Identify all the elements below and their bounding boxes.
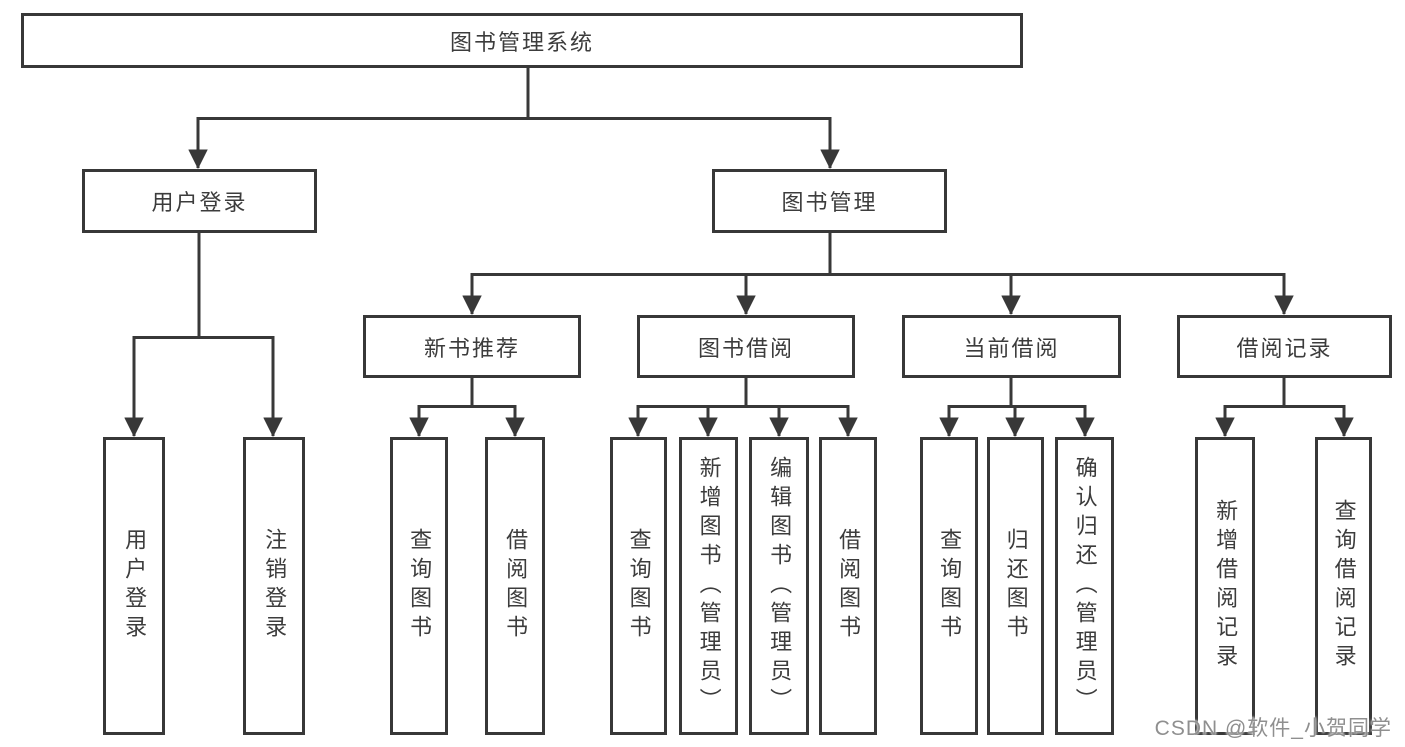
- leaf-logout-label: 注销登录: [262, 528, 288, 644]
- node-user-login-label: 用户登录: [151, 190, 248, 215]
- leaf-query-book-label: 查询图书: [626, 528, 652, 644]
- leaf-add-borrow-record-label: 新增借阅记录: [1213, 499, 1239, 673]
- leaf-query-book: 查询图书: [920, 437, 978, 735]
- node-book-management-label: 图书管理: [781, 190, 878, 215]
- node-new-book-recommend-label: 新书推荐: [423, 335, 520, 361]
- leaf-logout: 注销登录: [243, 437, 305, 735]
- node-borrow-records-label: 借阅记录: [1236, 335, 1333, 361]
- leaf-query-book-label: 查询图书: [407, 528, 433, 644]
- leaf-borrow-book: 借阅图书: [485, 437, 545, 735]
- node-current-borrow-label: 当前借阅: [963, 335, 1060, 361]
- node-current-borrow: 当前借阅: [902, 315, 1121, 378]
- leaf-query-book: 查询图书: [610, 437, 667, 735]
- leaf-add-borrow-record: 新增借阅记录: [1195, 437, 1255, 735]
- leaf-return-book-label: 归还图书: [1003, 528, 1029, 644]
- node-user-login: 用户登录: [82, 169, 317, 233]
- leaf-confirm-return-admin-label: 确认归还（管理员）: [1072, 455, 1098, 717]
- node-book-management: 图书管理: [712, 169, 947, 233]
- leaf-borrow-book-label: 借阅图书: [503, 528, 529, 644]
- leaf-query-book: 查询图书: [390, 437, 448, 735]
- leaf-borrow-book-label: 借阅图书: [836, 528, 862, 644]
- leaf-edit-book-admin-label: 编辑图书（管理员）: [767, 455, 793, 717]
- node-book-borrow: 图书借阅: [637, 315, 855, 378]
- leaf-user-login: 用户登录: [103, 437, 165, 735]
- leaf-return-book: 归还图书: [987, 437, 1044, 735]
- node-library-system: 图书管理系统: [21, 13, 1023, 68]
- leaf-add-book-admin-label: 新增图书（管理员）: [696, 455, 722, 717]
- leaf-query-borrow-record: 查询借阅记录: [1315, 437, 1372, 735]
- leaf-edit-book-admin: 编辑图书（管理员）: [749, 437, 809, 735]
- leaf-borrow-book: 借阅图书: [819, 437, 877, 735]
- leaf-query-book-label: 查询图书: [937, 528, 963, 644]
- watermark: CSDN @软件_小贺同学: [1154, 717, 1392, 740]
- leaf-user-login-label: 用户登录: [122, 528, 148, 644]
- node-borrow-records: 借阅记录: [1177, 315, 1392, 378]
- node-library-system-label: 图书管理系统: [449, 29, 594, 55]
- node-new-book-recommend: 新书推荐: [363, 315, 581, 378]
- node-book-borrow-label: 图书借阅: [697, 335, 794, 361]
- leaf-add-book-admin: 新增图书（管理员）: [679, 437, 738, 735]
- leaf-confirm-return-admin: 确认归还（管理员）: [1055, 437, 1114, 735]
- leaf-query-borrow-record-label: 查询借阅记录: [1331, 499, 1357, 673]
- connector-lines: [132, 68, 1346, 408]
